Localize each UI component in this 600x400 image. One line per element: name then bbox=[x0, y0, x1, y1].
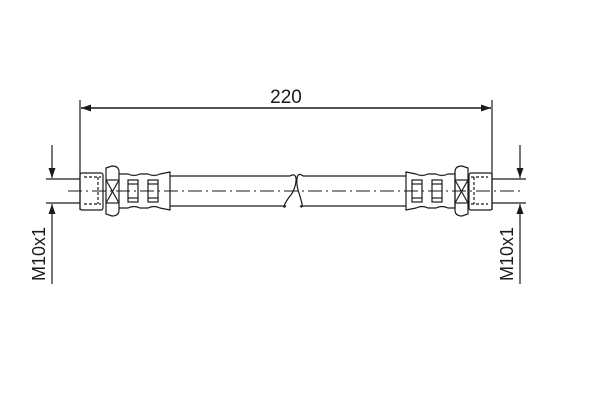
left-thread-label: M10x1 bbox=[29, 227, 49, 281]
right-thread-label: M10x1 bbox=[497, 227, 517, 281]
right-thread-dimension bbox=[492, 145, 526, 284]
left-fitting bbox=[79, 165, 171, 217]
break-symbol-left bbox=[283, 174, 297, 208]
hose-body bbox=[170, 173, 406, 208]
left-thread-dimension bbox=[46, 145, 80, 284]
right-fitting bbox=[405, 165, 493, 217]
length-label: 220 bbox=[270, 87, 302, 108]
break-symbol-right bbox=[296, 173, 304, 208]
length-dimension bbox=[79, 100, 493, 210]
